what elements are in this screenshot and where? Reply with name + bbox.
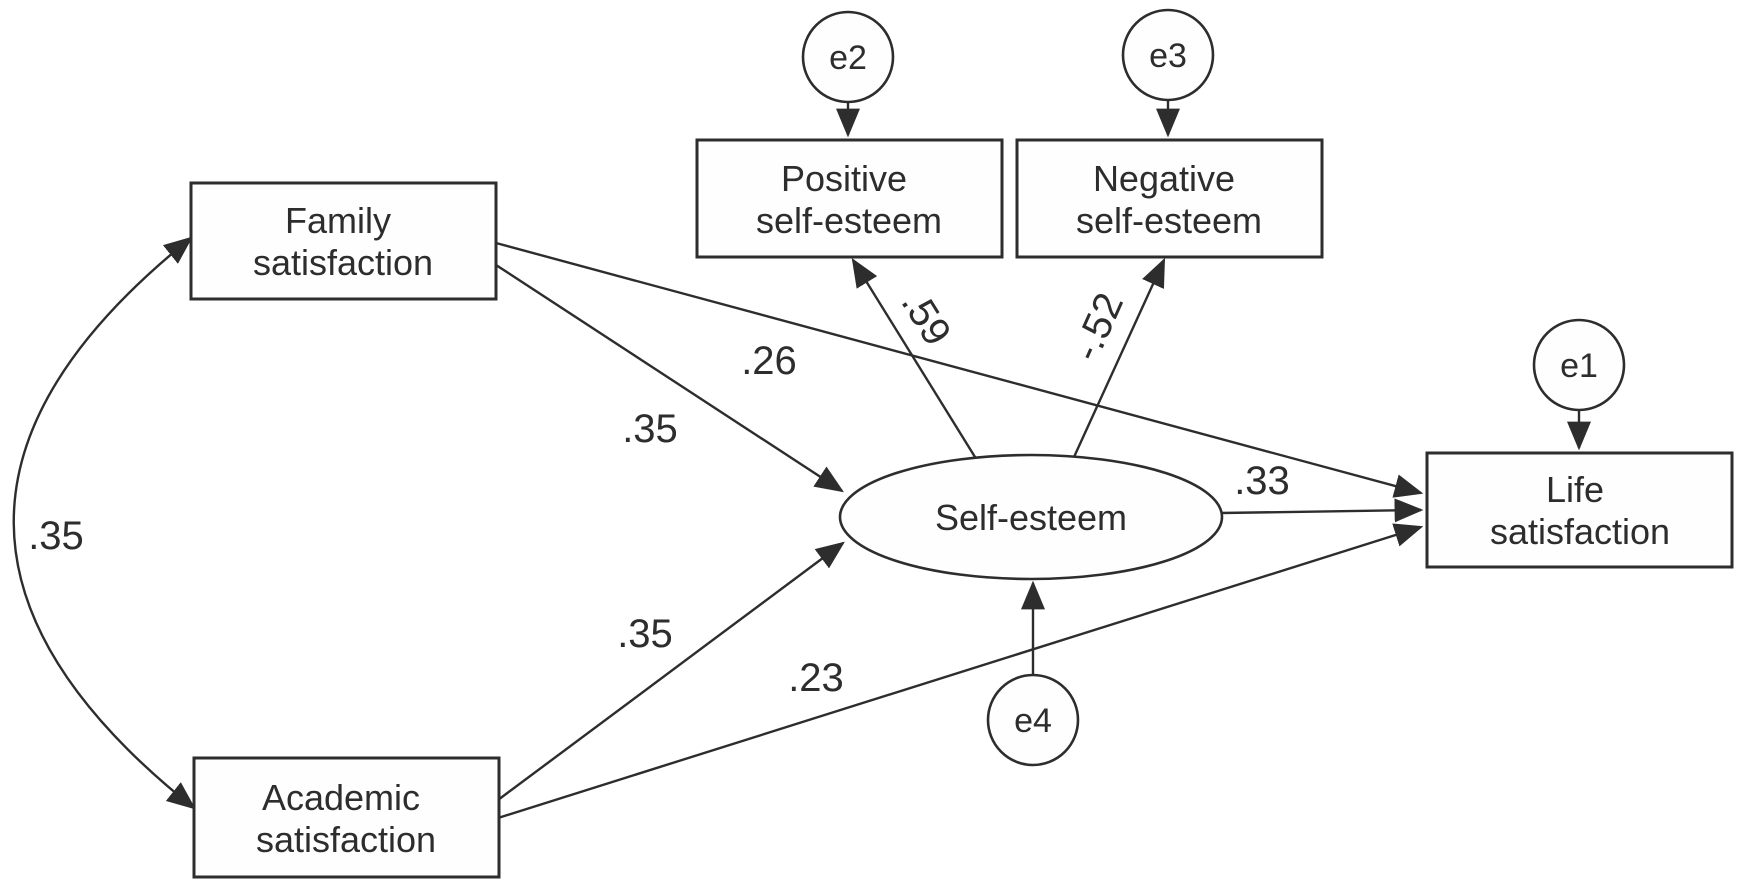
- academic-label-line2: satisfaction: [256, 819, 436, 860]
- path-self-esteem-to-negative: [1072, 257, 1166, 458]
- family-label-line1: Family: [285, 200, 391, 241]
- self-esteem-ellipse: Self-esteem: [838, 453, 1224, 581]
- positive-label-line1: Positive: [781, 158, 907, 199]
- life-label-line2: satisfaction: [1490, 511, 1670, 552]
- negative-label-line1: Negative: [1093, 158, 1235, 199]
- family-label-line2: satisfaction: [253, 242, 433, 283]
- coef-family-to-life: .26: [741, 339, 797, 383]
- family-satisfaction-box: Family satisfaction: [189, 181, 498, 301]
- path-academic-to-life: [497, 523, 1424, 820]
- path-family-to-self-esteem: [495, 263, 845, 493]
- academic-satisfaction-box: Academic satisfaction: [192, 756, 501, 879]
- negative-self-esteem-box: Negative self-esteem: [1015, 138, 1324, 259]
- academic-label-line1: Academic: [262, 777, 420, 818]
- coef-family-academic-covariance: .35: [28, 514, 84, 558]
- coef-self-esteem-to-negative: -.52: [1064, 287, 1132, 368]
- error-circle-e2: e2: [801, 10, 895, 104]
- coef-self-esteem-to-life: .33: [1234, 459, 1290, 503]
- life-label-line1: Life: [1546, 469, 1604, 510]
- self-esteem-label: Self-esteem: [935, 497, 1127, 538]
- e1-label: e1: [1560, 347, 1598, 385]
- error-circle-e3: e3: [1121, 8, 1215, 102]
- svg-text:Negative self-esteem: Negative self-esteem: [1076, 158, 1262, 241]
- path-family-to-life: [495, 241, 1424, 498]
- e2-label: e2: [829, 39, 867, 77]
- svg-text:Life satisfaction: Life satisfaction: [1490, 469, 1670, 552]
- svg-text:Academic satisfaction: Academic satisfaction: [256, 777, 436, 860]
- error-circle-e4: e4: [986, 673, 1080, 767]
- coef-academic-to-life: .23: [788, 656, 844, 700]
- coef-self-esteem-to-positive: .59: [893, 283, 960, 353]
- negative-label-line2: self-esteem: [1076, 200, 1262, 241]
- path-self-esteem-to-positive: [851, 257, 977, 458]
- path-academic-to-self-esteem: [497, 541, 845, 801]
- svg-text:Positive self-esteem: Positive self-esteem: [756, 158, 942, 241]
- coef-family-to-self-esteem: .35: [622, 407, 678, 451]
- coef-academic-to-self-esteem: .35: [617, 612, 673, 656]
- covariance-arc-family-academic: [12, 236, 196, 810]
- error-circle-e1: e1: [1532, 318, 1626, 412]
- e4-label: e4: [1014, 702, 1052, 740]
- e3-label: e3: [1149, 37, 1187, 75]
- svg-text:Family satisfaction: Family satisfaction: [253, 200, 433, 283]
- path-self-esteem-to-life: [1220, 498, 1424, 523]
- positive-label-line2: self-esteem: [756, 200, 942, 241]
- life-satisfaction-box: Life satisfaction: [1425, 451, 1734, 569]
- positive-self-esteem-box: Positive self-esteem: [695, 138, 1004, 259]
